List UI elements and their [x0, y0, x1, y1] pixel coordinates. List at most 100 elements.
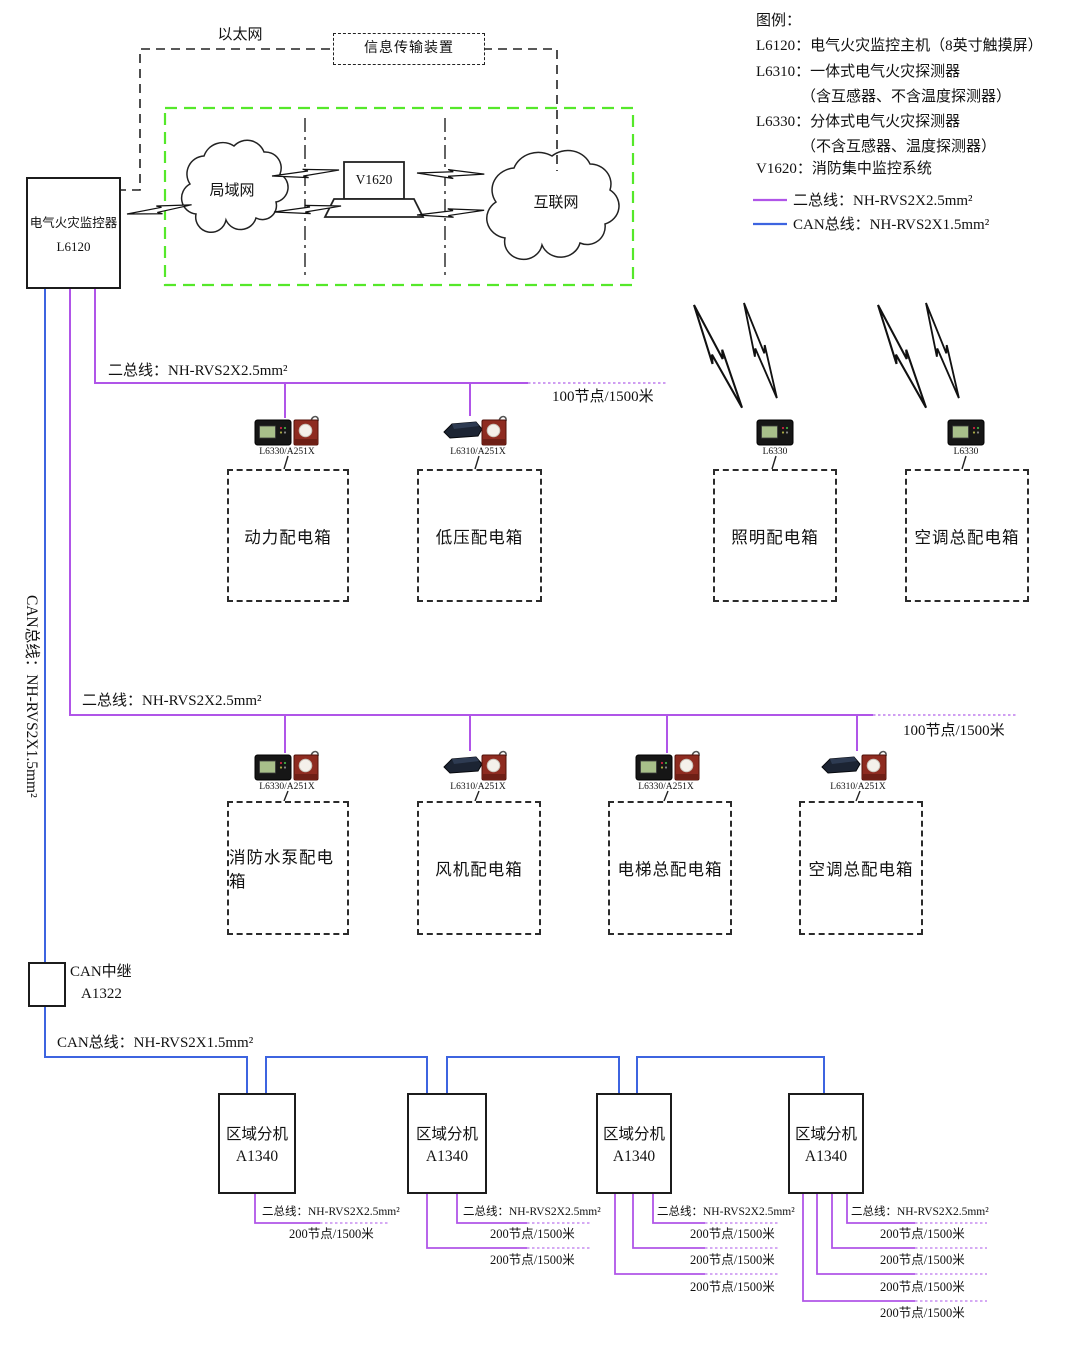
device-box-connectors — [283, 455, 967, 802]
bus2-capacity-label: 100节点/1500米 — [903, 723, 1005, 739]
bus2-wire — [69, 285, 873, 753]
zone-unit-name: 区域分机 — [794, 1125, 857, 1143]
distribution-box: 风机配电箱 — [417, 801, 541, 935]
zone-unit-model: A1340 — [235, 1147, 279, 1165]
can-repeater-name: CAN中继 — [70, 964, 132, 980]
detector-l6330-icon — [756, 419, 794, 446]
zone-branch-bus-label: 二总线：NH-RVS2X2.5mm² — [851, 1206, 989, 1218]
zone-unit-box: 区域分机 A1340 — [218, 1093, 296, 1194]
internet-cloud — [486, 149, 620, 261]
legend-two-bus-label: 二总线：NH-RVS2X2.5mm² — [793, 193, 973, 209]
bus2-label: 二总线：NH-RVS2X2.5mm² — [82, 693, 262, 709]
workstation-laptop — [323, 161, 425, 218]
network-boundary-box — [163, 106, 635, 287]
zone-branch-capacity: 200节点/1500米 — [880, 1280, 965, 1294]
can-bus-side-label: CAN总线：NH-RVS2X1.5mm² — [23, 595, 40, 798]
distribution-box: 消防水泵配电箱 — [227, 801, 349, 935]
monitor-host-box: 电气火灾监控器 L6120 — [26, 177, 121, 289]
distribution-box: 低压配电箱 — [417, 469, 542, 602]
device-label: L6330 — [953, 447, 979, 457]
distribution-box: 电梯总配电箱 — [608, 801, 732, 935]
ethernet-dashed-wire — [117, 48, 558, 191]
zone-branch-capacity: 200节点/1500米 — [690, 1280, 775, 1294]
ct-a251x-icon — [674, 750, 700, 781]
detector-l6330-icon — [254, 419, 292, 446]
zone-branch-capacity: 200节点/1500米 — [880, 1306, 965, 1320]
zone-branch-bus-label: 二总线：NH-RVS2X2.5mm² — [463, 1206, 601, 1218]
ct-a251x-icon — [293, 415, 319, 446]
can-bus-bottom-label: CAN总线：NH-RVS2X1.5mm² — [57, 1035, 254, 1051]
zone-unit-name: 区域分机 — [602, 1125, 665, 1143]
detector-l6310-icon — [443, 756, 483, 774]
legend-row: L6310：一体式电气火灾探测器 — [756, 64, 961, 80]
device-label: L6330/A251X — [259, 447, 315, 457]
zone-unit-box: 区域分机 A1340 — [788, 1093, 864, 1194]
device-label: L6310/A251X — [450, 447, 506, 457]
detector-l6330-icon — [947, 419, 985, 446]
device-label: L6330/A251X — [638, 782, 694, 792]
distribution-box: 空调总配电箱 — [799, 801, 923, 935]
legend-row: （含互感器、不含温度探测器） — [801, 89, 1012, 105]
ct-a251x-icon — [481, 415, 507, 446]
device-label: L6310/A251X — [830, 782, 886, 792]
detector-l6310-icon — [443, 421, 483, 439]
zone-unit-model: A1340 — [425, 1147, 469, 1165]
ct-a251x-icon — [293, 750, 319, 781]
legend-row: L6330：分体式电气火灾探测器 — [756, 114, 961, 130]
bolt-icon — [416, 163, 485, 184]
bus1-label: 二总线：NH-RVS2X2.5mm² — [108, 363, 288, 379]
zone-branch-wires — [254, 1190, 915, 1302]
detector-l6330-icon — [635, 754, 673, 781]
zone-branch-capacity: 200节点/1500米 — [880, 1253, 965, 1267]
zone-unit-name: 区域分机 — [415, 1125, 478, 1143]
device-label: L6330/A251X — [259, 782, 315, 792]
legend-row: （不含互感器、温度探测器） — [801, 139, 997, 155]
distribution-box-label: 空调总配电箱 — [808, 860, 914, 879]
monitor-host-name: 电气火灾监控器 — [29, 215, 118, 230]
device-label: L6330 — [762, 447, 788, 457]
zone-branch-capacity: 200节点/1500米 — [690, 1227, 775, 1241]
zone-unit-name: 区域分机 — [225, 1125, 288, 1143]
zone-branch-bus-label: 二总线：NH-RVS2X2.5mm² — [262, 1206, 400, 1218]
zone-branch-bus-label: 二总线：NH-RVS2X2.5mm² — [657, 1206, 795, 1218]
bolt-icon — [729, 302, 792, 400]
ct-a251x-icon — [481, 750, 507, 781]
zone-unit-model: A1340 — [612, 1147, 656, 1165]
distribution-box: 动力配电箱 — [227, 469, 349, 602]
ethernet-label: 以太网 — [217, 27, 263, 43]
zone-unit-box: 区域分机 A1340 — [596, 1093, 672, 1194]
distribution-box: 空调总配电箱 — [905, 469, 1029, 602]
monitor-host-model: L6120 — [56, 238, 91, 254]
lan-cloud-label: 局域网 — [209, 183, 255, 199]
bolt-icon — [678, 303, 758, 409]
zone-unit-box: 区域分机 A1340 — [407, 1093, 487, 1194]
detector-l6330-icon — [254, 754, 292, 781]
distribution-box-label: 照明配电箱 — [731, 527, 819, 547]
transmission-device-box: 信息传输装置 — [333, 33, 485, 65]
zone-branch-wires-dotted — [320, 1222, 987, 1302]
distribution-box-label: 空调总配电箱 — [914, 527, 1020, 547]
zone-unit-model: A1340 — [804, 1147, 848, 1165]
distribution-box: 照明配电箱 — [713, 469, 837, 602]
can-bus-wire — [44, 285, 825, 1093]
zone-branch-capacity: 200节点/1500米 — [690, 1253, 775, 1267]
legend-title: 图例： — [756, 13, 802, 29]
distribution-box-label: 风机配电箱 — [435, 860, 523, 879]
bolt-icon — [911, 302, 974, 400]
zone-branch-capacity: 200节点/1500米 — [289, 1227, 374, 1241]
zone-branch-capacity: 200节点/1500米 — [490, 1227, 575, 1241]
legend-row: V1620：消防集中监控系统 — [756, 161, 932, 177]
distribution-box-label: 动力配电箱 — [244, 527, 332, 547]
zone-branch-capacity: 200节点/1500米 — [490, 1253, 575, 1267]
distribution-box-label: 消防水泵配电箱 — [229, 848, 334, 891]
detector-l6310-icon — [821, 756, 861, 774]
legend-row: L6120：电气火灾监控主机（8英寸触摸屏） — [756, 38, 1043, 54]
lan-cloud — [180, 139, 289, 233]
zone-branch-capacity: 200节点/1500米 — [880, 1227, 965, 1241]
distribution-box-label: 电梯总配电箱 — [617, 860, 723, 879]
legend-can-bus-label: CAN总线：NH-RVS2X1.5mm² — [793, 217, 990, 233]
can-repeater-model: A1322 — [81, 986, 122, 1002]
bus1-wire — [94, 285, 528, 418]
